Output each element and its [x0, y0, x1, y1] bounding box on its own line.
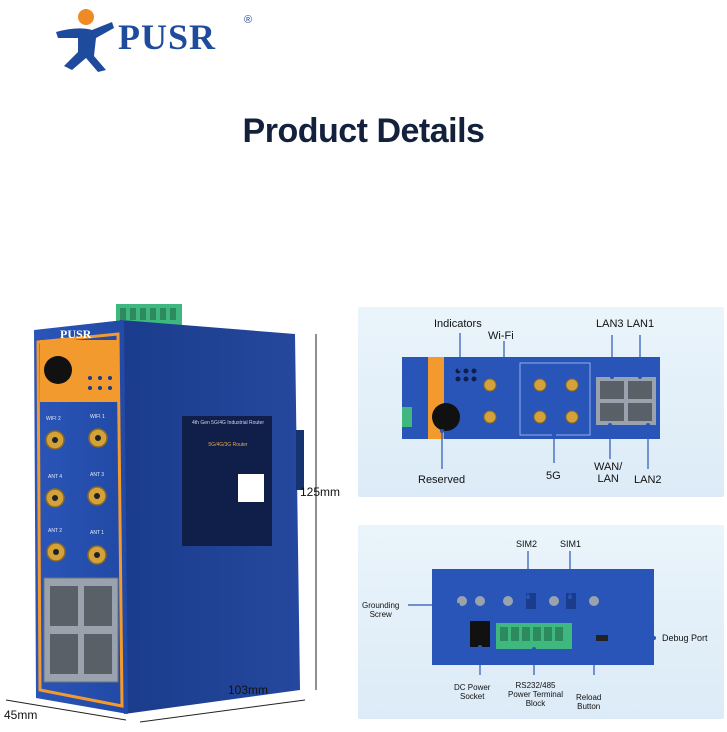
label-lan3-lan1: LAN3 LAN1: [596, 318, 655, 330]
logo-figure: [56, 22, 114, 72]
dimension-width: 103mm: [228, 683, 269, 697]
label-reload-button: Reload Button: [576, 693, 602, 711]
router-main-illustration: [5, 304, 317, 723]
reserved-knob: [432, 403, 460, 431]
front-panel-detail: Indicators Wi-Fi LAN3 LAN1 Reserved 5G W…: [358, 307, 724, 497]
device-label-subtitle: 5G/4G/3G Router: [208, 442, 248, 448]
port-label-wifi2: WIFI 2: [46, 416, 61, 422]
debug-port: [596, 635, 608, 641]
port-label-ant3: ANT 3: [90, 472, 105, 478]
pusr-logo-mark: [56, 9, 114, 72]
page-title: Product Details: [242, 112, 485, 150]
brand-registered-mark: ®: [244, 14, 253, 26]
port-label-ant1: ANT 1: [90, 530, 105, 536]
logo-head: [78, 9, 94, 25]
back-panel-detail: SIM2 SIM1 Grounding Screw Debug Port DC …: [358, 525, 724, 719]
label-wan-lan: WAN/ LAN: [594, 461, 623, 485]
depth-dimension-line: [5, 699, 127, 721]
label-lan2: LAN2: [634, 474, 662, 486]
label-grounding-screw: Grounding Screw: [362, 601, 400, 619]
back-router-body: [432, 569, 654, 665]
label-rs-terminal-block: RS232/485 Power Terminal Block: [508, 681, 563, 708]
label-sim2: SIM2: [516, 539, 538, 549]
dimension-height: 125mm: [300, 485, 341, 499]
device-brand-label: PUSR: [60, 327, 92, 341]
label-reserved: Reserved: [418, 474, 466, 486]
reset-knob: [44, 356, 72, 384]
label-debug-port: Debug Port: [662, 633, 708, 643]
label-dc-power-socket: DC Power Socket: [454, 683, 491, 701]
port-label-wifi1: WIFI 1: [90, 414, 105, 420]
port-label-ant4: ANT 4: [48, 474, 63, 480]
label-5g: 5G: [546, 470, 561, 482]
label-sim1: SIM1: [560, 539, 582, 549]
label-indicators: Indicators: [434, 318, 482, 330]
port-label-ant2: ANT 2: [48, 528, 63, 534]
orange-trim: [36, 332, 124, 708]
device-label-title: 4th Gen 5G/4G Industrial Router: [192, 420, 264, 426]
brand-name: PUSR: [118, 17, 217, 57]
dc-socket: [470, 621, 490, 647]
dimension-depth: 45mm: [4, 708, 38, 722]
label-wifi: Wi-Fi: [488, 330, 514, 342]
width-dimension-line: [139, 699, 306, 723]
